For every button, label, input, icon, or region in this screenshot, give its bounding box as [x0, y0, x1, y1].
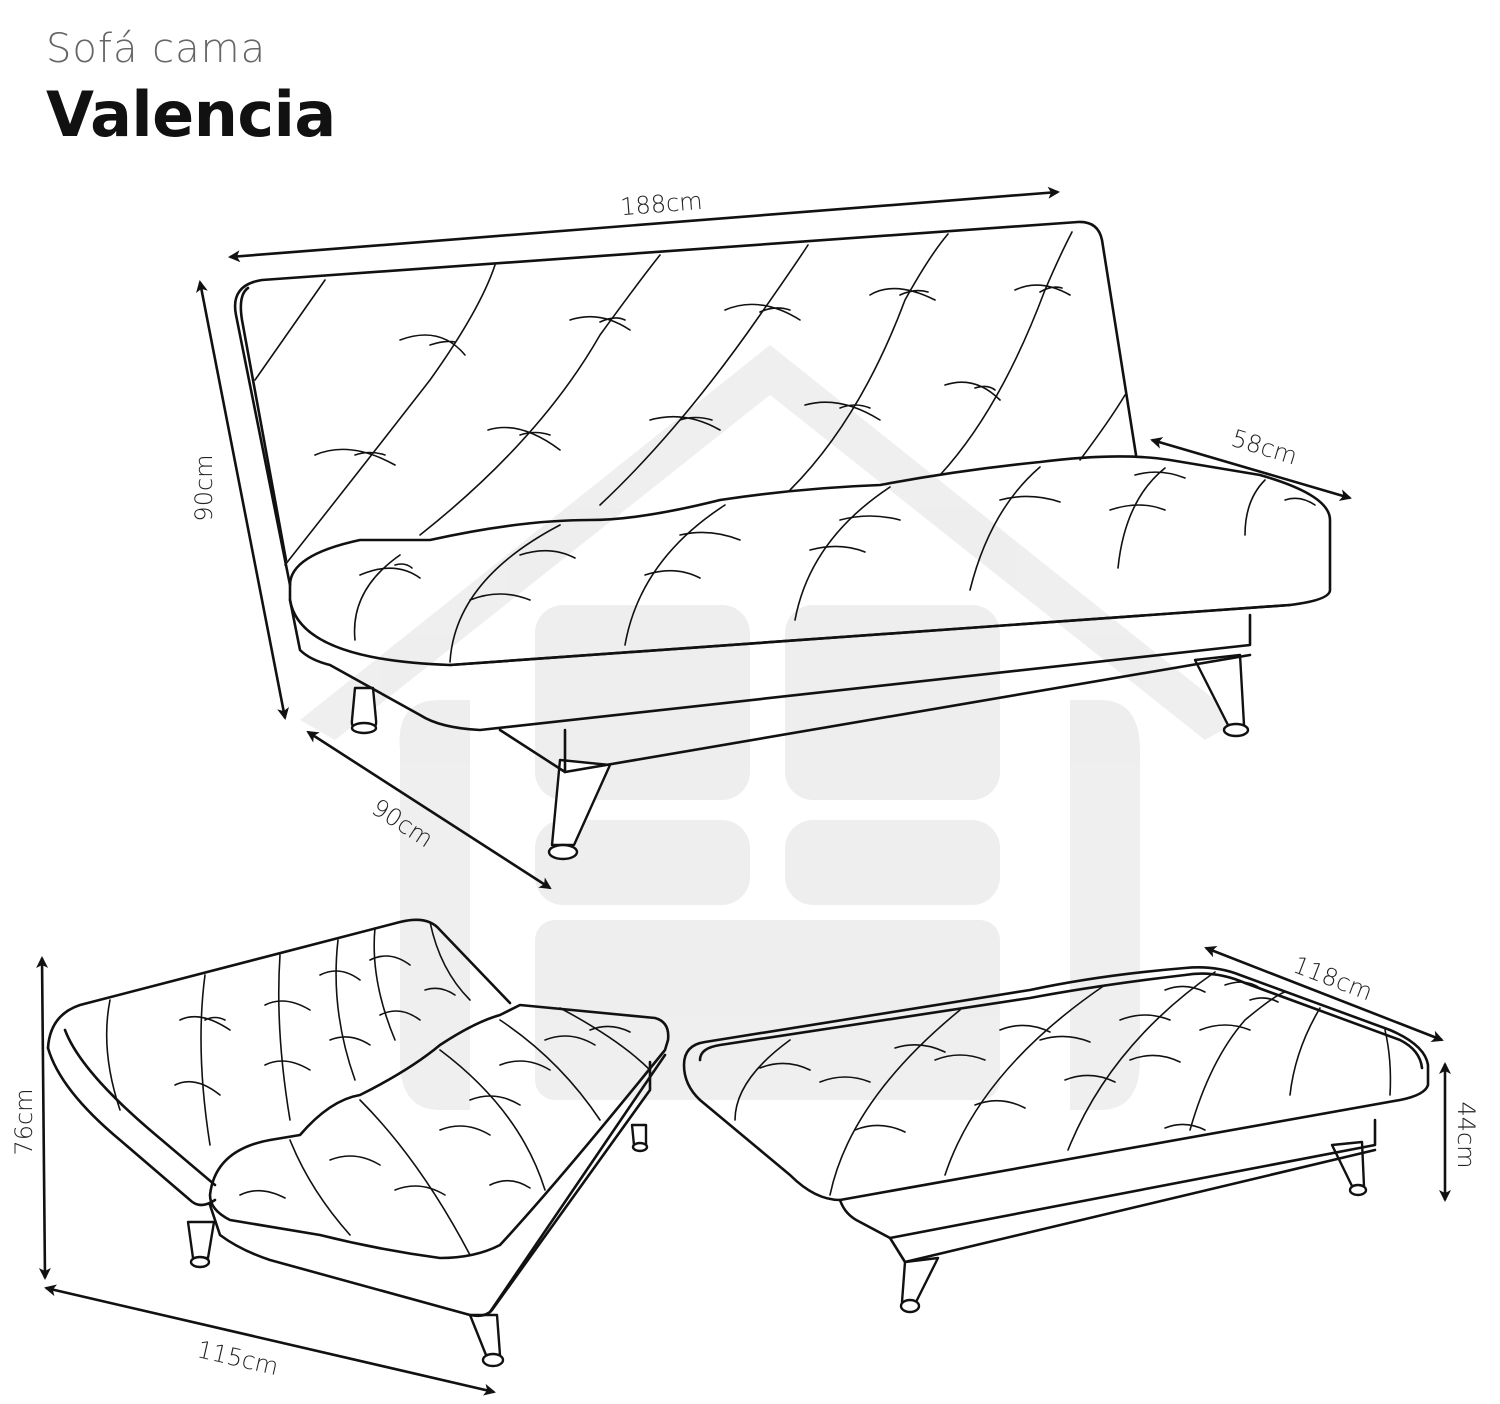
product-subtitle: Sofá cama — [46, 26, 267, 72]
product-title: Valencia — [46, 78, 336, 151]
sofa-leg — [900, 1256, 940, 1304]
sofa-leg — [186, 1220, 216, 1260]
dimension-height-label: 90cm — [190, 454, 218, 521]
dimension-width: 188cm — [228, 186, 1060, 263]
sofa-leg — [468, 1313, 502, 1357]
sofa-leg — [550, 758, 612, 847]
sofa-upright-view — [233, 220, 1332, 861]
dimension-height: 90cm — [190, 280, 289, 720]
dimension-seat-depth-label: 58cm — [1228, 424, 1300, 470]
dimension-width-label: 188cm — [619, 187, 703, 221]
dimension-bed-height-label: 44cm — [1452, 1101, 1480, 1168]
sofa-reclined-view — [46, 918, 670, 1368]
dimension-bed-height: 44cm — [1439, 1062, 1480, 1202]
watermark-logo — [300, 345, 1240, 1110]
dimension-reclined-height: 76cm — [10, 956, 51, 1280]
dimension-reclined-height-label: 76cm — [10, 1088, 38, 1155]
dimension-bed-length: 118cm — [1204, 946, 1444, 1042]
dimension-reclined-depth-label: 115cm — [195, 1335, 282, 1381]
